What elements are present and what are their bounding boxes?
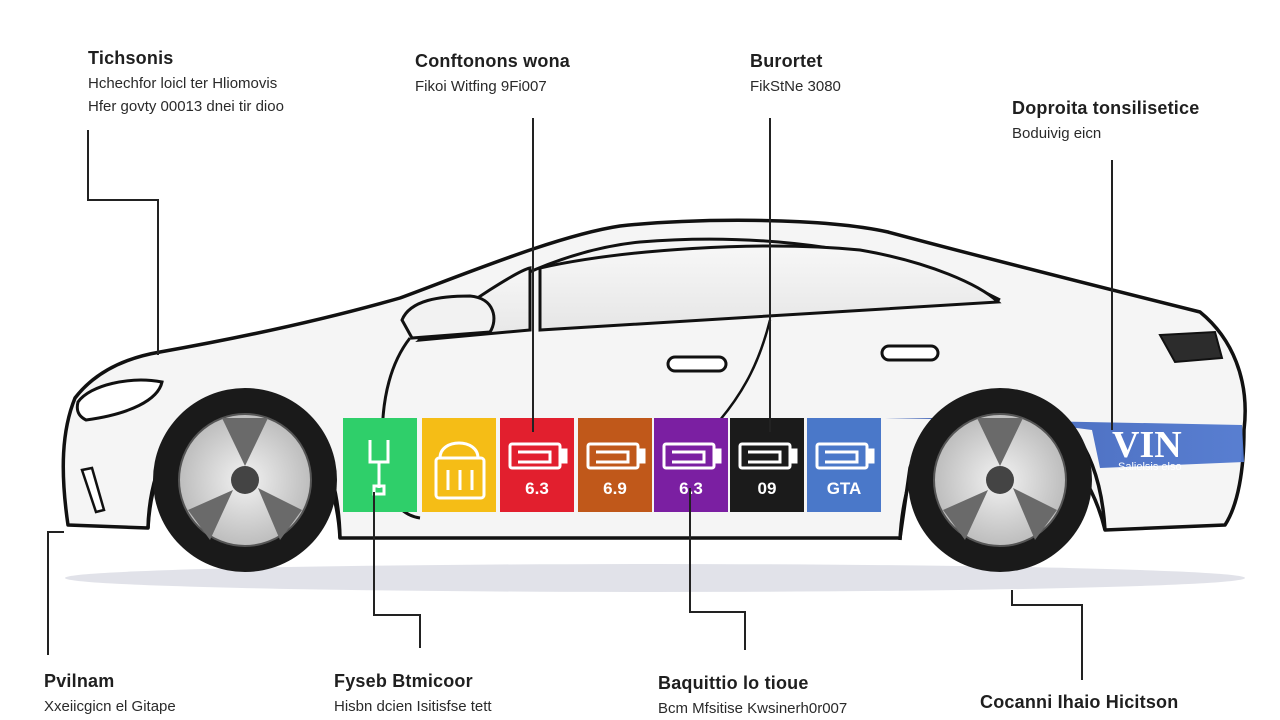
panel-yellow <box>422 418 496 512</box>
battery-icon <box>738 442 798 470</box>
taillight <box>1158 330 1224 364</box>
battery-module-row: 6.3 6.9 6.3 <box>343 418 881 512</box>
battery-icon <box>508 442 568 470</box>
panel-black: 09 <box>730 418 804 512</box>
battery-icon <box>662 442 722 470</box>
callout-top-right-title: Burortet <box>750 51 823 71</box>
panel-orange-value: 6.9 <box>603 479 627 498</box>
callout-bottom-right: Cocanni Ihaio Hicitson <box>980 692 1178 713</box>
callout-top-right: Burortet FikStNe 3080 <box>750 51 841 95</box>
callout-top-left: Tichsonis Hchechfor loicl ter Hliomovis … <box>88 48 284 115</box>
rear-badge-subtitle: Salielsis elso <box>1118 461 1182 473</box>
leader-bottom-right <box>1011 590 1083 680</box>
callout-bottom-center-right-line1: Bcm Mfsitise Kwsinerh0r007 <box>658 700 848 717</box>
callout-bottom-center-right: Baquittio lo tioue Bcm Mfsitise Kwsinerh… <box>658 673 847 717</box>
callout-far-right-title: Doproita tonsilisetice <box>1012 98 1200 118</box>
front-vent <box>80 466 106 514</box>
panel-blue-value: GTA <box>827 479 862 498</box>
panel-black-value: 09 <box>758 479 777 498</box>
panel-green <box>343 418 417 512</box>
callout-bottom-center-left-title: Fyseb Btmicoor <box>334 671 473 691</box>
side-mirror <box>400 294 496 340</box>
leader-bottom-center-right <box>689 488 746 650</box>
callout-bottom-left: Pvilnam Xxeiicgicn el Gitape <box>44 671 176 715</box>
callout-top-center: Conftonons wona Fikoi Witfing 9Fi007 <box>415 51 570 95</box>
callout-bottom-left-title: Pvilnam <box>44 671 115 691</box>
battery-icon <box>586 442 646 470</box>
callout-bottom-center-right-title: Baquittio lo tioue <box>658 673 809 693</box>
door-handle-rear <box>880 344 940 362</box>
callout-bottom-left-line1: Xxeiicgicn el Gitape <box>44 698 176 715</box>
door-handle-front <box>666 355 728 373</box>
callout-top-right-line1: FikStNe 3080 <box>750 78 841 95</box>
battery-icon <box>815 442 875 470</box>
panel-orange: 6.9 <box>578 418 652 512</box>
panel-purple: 6.3 <box>654 418 728 512</box>
rear-stripe <box>885 418 1244 468</box>
headlight <box>75 378 164 422</box>
callout-bottom-center-left-line1: Hisbn dcien Isitisfse tett <box>334 698 492 715</box>
leader-lines <box>47 118 1113 680</box>
callout-bottom-right-title: Cocanni Ihaio Hicitson <box>980 692 1179 712</box>
leader-bottom-left <box>47 531 64 655</box>
panel-red: 6.3 <box>500 418 574 512</box>
callout-far-right-line1: Boduivig eicn <box>1012 125 1102 142</box>
leader-top-left <box>87 130 159 355</box>
front-wheel <box>153 388 337 572</box>
ground-shadow <box>65 564 1245 592</box>
callout-top-center-line1: Fikoi Witfing 9Fi007 <box>415 78 547 95</box>
callout-bottom-center-left: Fyseb Btmicoor Hisbn dcien Isitisfse tet… <box>334 671 492 715</box>
panel-blue: GTA <box>807 418 881 512</box>
callout-top-center-title: Conftonons wona <box>415 51 570 71</box>
lock-icon <box>434 441 486 500</box>
plug-icon <box>368 440 390 496</box>
callout-top-left-line2: Hfer govty 00013 dnei tir dioo <box>88 98 284 115</box>
panel-red-value: 6.3 <box>525 479 549 498</box>
callout-top-left-title: Tichsonis <box>88 48 174 68</box>
leader-bottom-center-left <box>373 492 421 648</box>
rear-wheel <box>908 388 1092 572</box>
callout-far-right: Doproita tonsilisetice Boduivig eicn <box>1012 98 1199 142</box>
rear-badge-title: VIN <box>1112 424 1182 466</box>
callout-top-left-line1: Hchechfor loicl ter Hliomovis <box>88 75 278 92</box>
door-seam <box>719 319 772 421</box>
